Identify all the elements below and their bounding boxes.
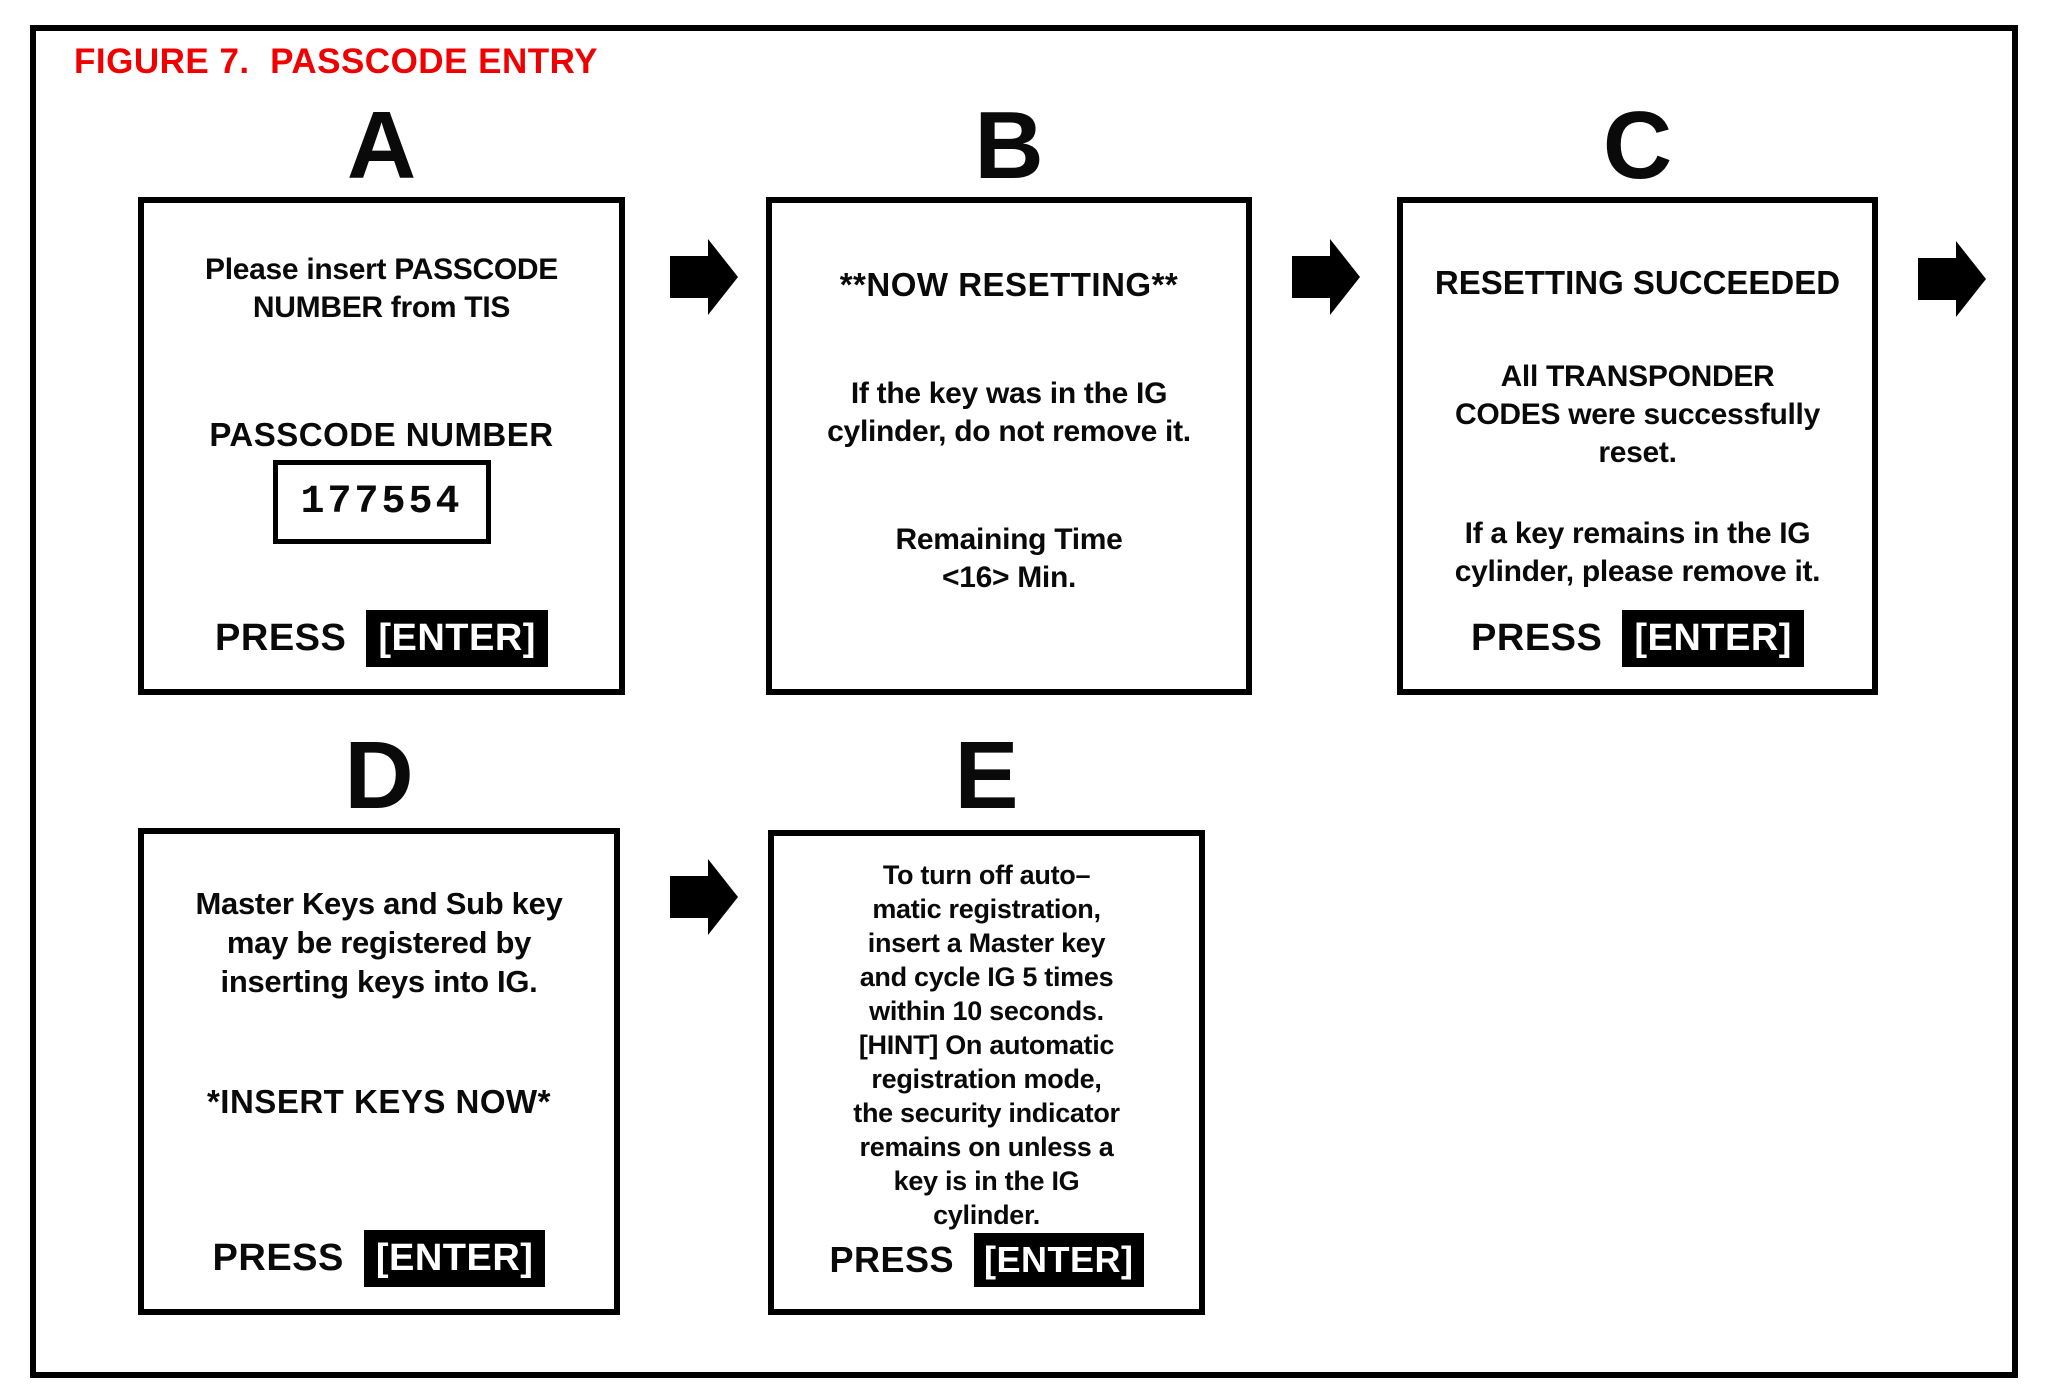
screen-e-text-line: [HINT] On automatic [858, 1030, 1115, 1060]
screen-a-intro-line: NUMBER from TIS [252, 291, 511, 324]
enter-key-label: [ENTER] [1622, 610, 1804, 667]
screen-c-key-line: If a key remains in the IG [1464, 517, 1811, 550]
flow-arrow-a-to-b-icon [670, 239, 738, 315]
screen-e-text-line: remains on unless a [859, 1132, 1114, 1162]
screen-c-result-line: All TRANSPONDER [1500, 360, 1775, 393]
screen-b-text-line: cylinder, do not remove it. [827, 415, 1191, 448]
screen-e-text-line: within 10 seconds. [869, 996, 1104, 1026]
screen-e-press-row: PRESS [ENTER] [774, 1233, 1199, 1287]
screen-a-label: A [346, 92, 417, 199]
enter-key-label: [ENTER] [363, 1230, 546, 1287]
screen-c-result-line: reset. [1598, 436, 1677, 469]
screen-b: **NOW RESETTING** If the key was in the … [766, 197, 1252, 695]
screen-b-text-line: If the key was in the IG [850, 377, 1168, 410]
screen-e-label: E [954, 722, 1019, 829]
screen-d-text-line: Master Keys and Sub key [195, 886, 563, 921]
flow-arrow-c-to-next-icon [1918, 241, 1986, 317]
screen-c-key-line: cylinder, please remove it. [1454, 555, 1821, 588]
screen-d: Master Keys and Sub key may be registere… [138, 828, 620, 1315]
screen-e-text-line: matic registration, [872, 894, 1101, 924]
screen-e-text-line: insert a Master key [867, 928, 1106, 958]
screen-c-press-row: PRESS [ENTER] [1403, 610, 1872, 667]
screen-e-text-line: cylinder. [933, 1200, 1040, 1230]
screen-c: RESETTING SUCCEEDED All TRANSPONDER CODE… [1397, 197, 1878, 695]
enter-key-label: [ENTER] [366, 610, 548, 667]
screen-b-label: B [974, 92, 1044, 199]
screen-d-text-line: inserting keys into IG. [220, 964, 538, 999]
screen-e-text-line: To turn off auto– [882, 860, 1091, 890]
press-label: PRESS [1471, 617, 1603, 659]
press-label: PRESS [829, 1239, 955, 1280]
screen-d-label: D [344, 722, 414, 829]
flow-arrow-d-to-e-icon [670, 859, 738, 935]
screen-d-text-line: may be registered by [226, 925, 532, 960]
press-label: PRESS [215, 617, 347, 659]
screen-c-title: RESETTING SUCCEEDED [1434, 264, 1841, 301]
screen-d-press-row: PRESS [ENTER] [144, 1230, 614, 1287]
screen-b-title: **NOW RESETTING** [839, 266, 1179, 303]
press-label: PRESS [212, 1237, 344, 1279]
passcode-value-box: 177554 [272, 460, 491, 544]
enter-key-label: [ENTER] [974, 1233, 1144, 1287]
passcode-value: 177554 [300, 479, 463, 525]
screen-d-insert-note: *INSERT KEYS NOW* [206, 1083, 552, 1120]
screen-b-time-line: <16> Min. [941, 561, 1077, 594]
screen-e-text-line: and cycle IG 5 times [859, 962, 1114, 992]
screen-c-label: C [1602, 92, 1673, 199]
screen-e-text-line: key is in the IG [893, 1166, 1080, 1196]
screen-e-text-line: registration mode, [871, 1064, 1102, 1094]
flow-arrow-b-to-c-icon [1292, 239, 1360, 315]
screen-b-time-line: Remaining Time [895, 523, 1123, 556]
screen-e-text-line: the security indicator [853, 1098, 1120, 1128]
screen-a-passcode-label: PASSCODE NUMBER [209, 416, 554, 453]
figure-title: FIGURE 7. PASSCODE ENTRY [74, 42, 598, 81]
screen-a: Please insert PASSCODE NUMBER from TIS P… [138, 197, 625, 695]
screen-a-press-row: PRESS [ENTER] [144, 610, 619, 667]
screen-a-intro-line: Please insert PASSCODE [205, 253, 558, 286]
screen-c-result-line: CODES were successfully [1455, 398, 1820, 431]
screen-e: To turn off auto– matic registration, in… [768, 830, 1205, 1315]
